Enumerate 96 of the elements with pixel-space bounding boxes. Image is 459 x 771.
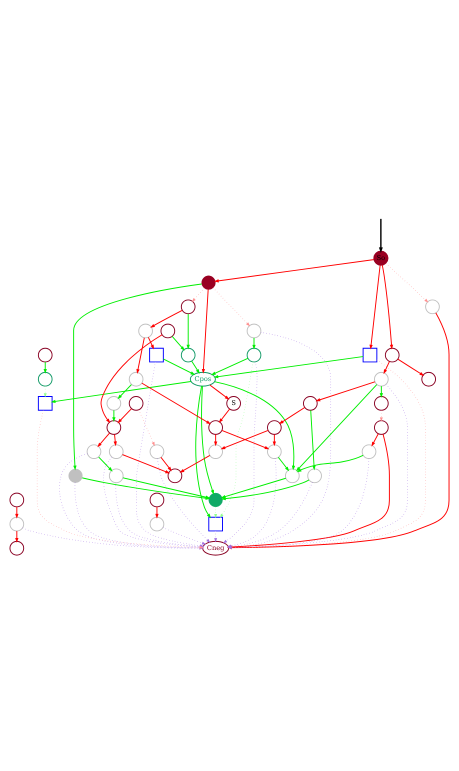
arrow <box>172 335 185 350</box>
node-circle <box>267 420 282 434</box>
node-circle <box>374 420 389 434</box>
arrow <box>252 336 256 350</box>
node-circle <box>150 444 164 458</box>
arrow <box>141 382 211 424</box>
arrow <box>278 406 306 424</box>
node-circle <box>374 371 389 386</box>
node-circle <box>38 347 53 362</box>
arrow <box>100 334 163 423</box>
node-box <box>38 396 53 410</box>
node-circle <box>362 444 376 458</box>
node-circle <box>303 396 318 410</box>
node-circle <box>168 468 182 483</box>
node-circle <box>150 492 164 507</box>
arrow <box>214 356 364 378</box>
arrow <box>155 506 159 518</box>
arrow <box>98 456 113 472</box>
arrow <box>162 526 206 544</box>
arrow <box>272 433 276 446</box>
arrow <box>15 530 18 542</box>
arrow <box>397 358 424 376</box>
arrow <box>378 218 383 253</box>
node-circle <box>307 468 322 483</box>
node-circle <box>384 347 400 362</box>
arrow <box>310 409 316 470</box>
arrow <box>202 288 209 374</box>
node-circle <box>421 371 436 386</box>
arrow <box>214 258 374 282</box>
node-circle <box>38 371 53 386</box>
node-circle <box>128 371 144 386</box>
arrow <box>148 336 154 349</box>
node-box <box>149 347 164 362</box>
node-circle <box>208 420 223 434</box>
node-circle <box>10 540 24 556</box>
arrow <box>214 433 218 446</box>
arrow <box>380 385 383 398</box>
arrow <box>114 433 117 446</box>
arrow <box>180 454 210 472</box>
arrow <box>163 358 196 374</box>
node-circle <box>150 516 164 531</box>
arrow <box>117 384 132 399</box>
arrow <box>191 360 200 374</box>
arrow <box>73 283 202 470</box>
arrow <box>222 361 258 543</box>
arrow <box>192 287 205 302</box>
arrow <box>369 264 381 350</box>
node-circle <box>160 323 176 338</box>
arrow <box>150 309 183 328</box>
node-box <box>208 516 223 531</box>
arrow <box>221 478 310 500</box>
arrow <box>218 408 230 423</box>
arrow <box>220 477 286 498</box>
node-circle <box>246 347 262 362</box>
arrow <box>296 454 364 472</box>
arrow <box>117 408 132 423</box>
arrow <box>50 380 192 403</box>
arrow <box>138 409 155 446</box>
node-circle <box>267 444 282 458</box>
node-circle <box>285 468 300 483</box>
node-circle <box>180 347 196 362</box>
arrow <box>296 384 378 471</box>
node-circle <box>128 396 144 410</box>
arrow <box>209 384 230 400</box>
arrow <box>386 262 428 302</box>
arrow <box>371 432 379 446</box>
arrow <box>112 409 116 422</box>
arrow <box>201 385 214 494</box>
arrow <box>316 380 376 401</box>
arrow <box>210 357 248 375</box>
node-circle <box>106 420 122 434</box>
arrow <box>220 361 254 518</box>
arrow <box>160 456 172 471</box>
arrow <box>214 380 296 470</box>
arrow <box>382 264 394 349</box>
node-box <box>362 347 378 362</box>
node-circle <box>246 323 262 338</box>
arrow <box>384 360 390 374</box>
arrow <box>212 287 250 326</box>
node-circle <box>10 492 24 507</box>
arrow <box>15 506 18 518</box>
node-circle <box>10 516 24 531</box>
node-circle <box>108 444 124 458</box>
arrow <box>97 432 110 447</box>
node-circle <box>138 323 153 338</box>
node-circle <box>201 275 216 290</box>
arrow <box>278 456 290 471</box>
node-circle <box>208 492 223 507</box>
node-circle <box>68 468 83 482</box>
arrow <box>122 454 170 473</box>
node-circle <box>374 396 389 410</box>
arrow <box>186 312 190 350</box>
arrow <box>136 336 145 374</box>
node-circle <box>208 444 223 458</box>
node-circle <box>106 396 122 410</box>
node-circle <box>86 444 102 458</box>
